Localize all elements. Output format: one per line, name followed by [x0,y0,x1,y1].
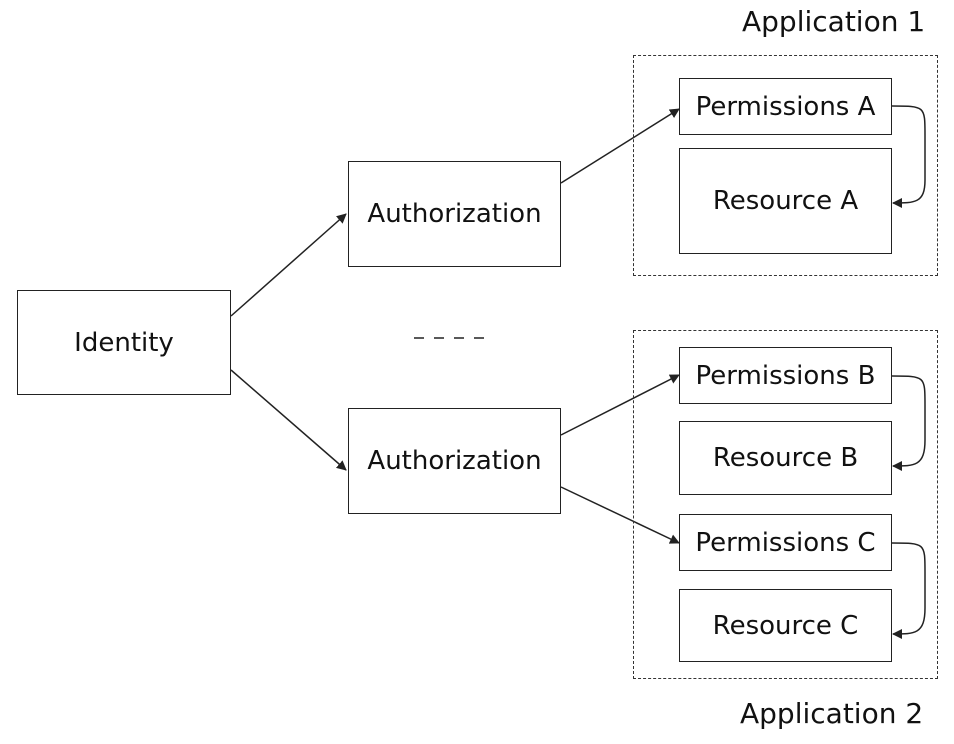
authorization-node-top: Authorization [348,161,561,267]
arrow-identity-to-authorization-top [230,213,347,317]
arrow-authorization-to-permissions-b [560,374,680,436]
application-1-group [633,55,938,276]
resource-b-node: Resource B [679,421,892,495]
application-2-group [633,330,938,679]
arrow-identity-to-authorization-bottom [230,369,347,471]
arrow-permissions-c-to-resource-c [891,542,926,639]
arrow-permissions-a-to-resource-a [891,105,926,208]
application-1-label: Application 1 [742,5,926,38]
permissions-c-node: Permissions C [679,514,892,571]
authorization-node-bottom: Authorization [348,408,561,514]
permissions-b-node: Permissions B [679,347,892,404]
arrow-permissions-b-to-resource-b [891,375,926,471]
identity-node: Identity [17,290,231,395]
arrow-authorization-to-permissions-c [560,486,680,544]
resource-a-node: Resource A [679,148,892,254]
application-2-label: Application 2 [740,697,924,730]
arrow-authorization-to-permissions-a [560,108,680,184]
permissions-a-node: Permissions A [679,78,892,135]
resource-c-node: Resource C [679,589,892,662]
